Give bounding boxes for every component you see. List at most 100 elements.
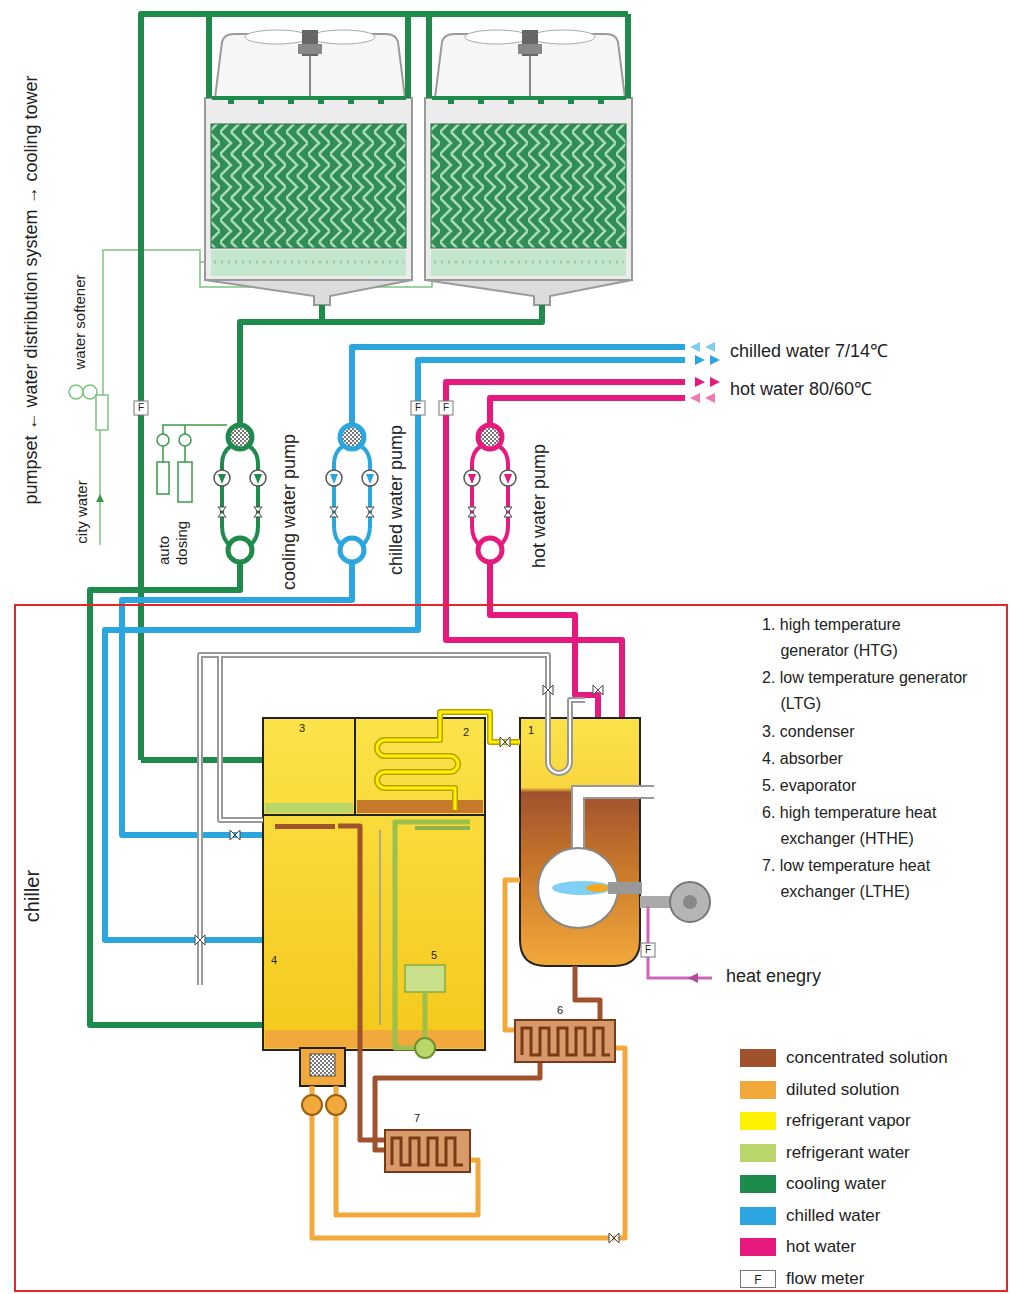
callout-number: 5: [431, 950, 437, 961]
burner: [586, 884, 610, 892]
section-label: pumpset ← water distribution system → co…: [21, 75, 43, 504]
legend-swatch: [740, 1207, 776, 1225]
callout-number: 7: [414, 1113, 420, 1124]
cooling-tower: [205, 30, 412, 305]
chiller-shell: [310, 1054, 335, 1076]
callout-number: 2: [463, 727, 469, 738]
flow-label: chilled water 7/14℃: [730, 341, 888, 363]
dosing-unit: [178, 462, 192, 502]
pump-set: [340, 425, 364, 449]
pump-set: [362, 470, 378, 486]
diluted-solution-line: [312, 1048, 625, 1238]
dosing-unit: [157, 462, 169, 494]
legend-text: flow meter: [786, 1268, 864, 1290]
flow-arrow: [695, 377, 705, 387]
burner: [670, 882, 710, 922]
pump-set: [366, 474, 374, 484]
component-label: water softener: [71, 274, 89, 369]
chiller-shell: [265, 803, 353, 813]
water-softener: [69, 385, 83, 399]
flow-meter-mark: F: [754, 1274, 761, 1286]
pump-set: [250, 470, 266, 486]
concentrated-solution-line: [338, 826, 385, 1140]
fuel-line: [648, 906, 712, 978]
pump-set: [340, 538, 364, 562]
pump-set: [218, 474, 226, 484]
flow-arrow: [710, 377, 720, 387]
valve: [609, 1233, 619, 1243]
hot-water-pipe: [446, 382, 685, 774]
pump-label: chilled water pump: [386, 425, 408, 575]
flow-meter: [439, 401, 453, 415]
flow-arrow: [710, 355, 720, 365]
heat-exchanger: [392, 1138, 463, 1165]
fuel-line: [688, 973, 698, 983]
flow-arrow: [690, 393, 700, 403]
pump-set: [478, 538, 502, 562]
concentrated-solution-line: [575, 966, 600, 1020]
burner: [608, 882, 642, 894]
makeup-water-line: [96, 250, 436, 545]
burner: [552, 881, 612, 895]
flow-meter-mark: F: [443, 403, 449, 413]
flow-meter-mark: F: [138, 403, 144, 413]
burner: [578, 792, 654, 848]
refrigerant-water-line: [395, 822, 470, 1058]
flow-arrow: [690, 342, 700, 352]
flow-arrow: [705, 393, 715, 403]
water-softener: [69, 385, 108, 430]
pump-set: [228, 538, 252, 562]
valve: [543, 685, 553, 695]
key-item: 5. evaporator: [762, 773, 970, 799]
dosing-unit: [163, 425, 227, 462]
legend-swatch: [740, 1175, 776, 1193]
legend-row: flow meter: [740, 1268, 1000, 1290]
refrigerant-vapor-line: [377, 712, 520, 810]
legend-text: diluted solution: [786, 1079, 899, 1101]
hot-water-pipe: [446, 382, 685, 774]
chiller-shell: [263, 718, 485, 1050]
callout-number: 3: [299, 723, 305, 734]
legend-swatch: [740, 1112, 776, 1130]
valve: [195, 685, 619, 1243]
legend-row: cooling water: [740, 1173, 1000, 1195]
heat-exchanger: [522, 1028, 610, 1055]
dosing-unit: [157, 434, 169, 446]
diluted-solution-line: [312, 880, 625, 1238]
inlet-label: city water: [73, 480, 91, 543]
callout-number: 1: [528, 725, 534, 736]
legend-text: hot water: [786, 1236, 856, 1258]
flow-arrow: [690, 342, 720, 403]
pump-set: [254, 474, 262, 484]
key-item: 2. low temperature generator (LTG): [762, 665, 970, 717]
pump-set: [464, 470, 480, 486]
dosing-unit: [179, 434, 191, 446]
makeup-water-line: [96, 494, 104, 502]
chiller-shell: [354, 718, 356, 815]
flow-meter: [134, 401, 655, 957]
pump-set: [472, 446, 508, 546]
refrigerant-water-line: [395, 822, 470, 1048]
solution-pump: [302, 1095, 346, 1115]
dosing-unit: [157, 425, 227, 502]
flow-arrow: [705, 342, 715, 352]
pump-set: [228, 425, 252, 449]
chiller-shell: [415, 826, 470, 830]
legend-text: refrigerant vapor: [786, 1110, 911, 1132]
heat-exchanger: [385, 1020, 615, 1172]
diluted-solution-line: [336, 1115, 478, 1215]
key-item: 1. high temperature generator (HTG): [762, 612, 970, 664]
legend-row: refrigerant vapor: [740, 1110, 1000, 1132]
component-label: auto dosing: [155, 515, 191, 565]
refrigerant-water-line: [415, 1038, 435, 1058]
pump-set: [500, 470, 516, 486]
key-item: 6. high temperature heat exchanger (HTHE…: [762, 800, 970, 852]
legend-text: cooling water: [786, 1173, 886, 1195]
pump-set: [326, 470, 342, 486]
flow-meter-mark: F: [645, 945, 651, 955]
valve: [195, 935, 205, 945]
makeup-water-line: [99, 430, 101, 545]
refrigerant-vapor-line: [377, 712, 520, 810]
heat-exchanger: [385, 1130, 470, 1172]
